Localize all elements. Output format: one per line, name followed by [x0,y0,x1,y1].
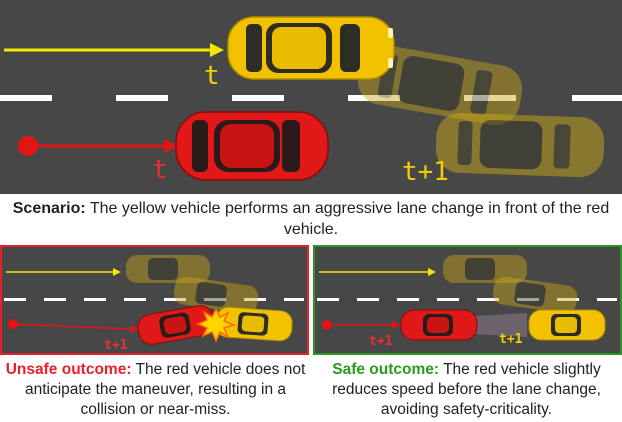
future-time-label: t+1 [402,157,449,187]
safe-outcome-panel: t+1 t+1 [313,245,622,355]
scenario-caption: Scenario: The yellow vehicle performs an… [0,198,622,240]
red-future-label: t+1 [369,334,393,349]
unsafe-outcome-caption: Unsafe outcome: The red vehicle does not… [0,360,311,420]
scenario-caption-text: The yellow vehicle performs an aggressiv… [86,200,610,238]
yellow-future-label: t+1 [499,332,523,347]
top-scene: t t t+1 [0,0,622,194]
red-future-label: t+1 [104,338,128,353]
red-time-label: t [152,155,168,185]
yellow-vehicle [529,310,605,340]
safe-outcome-caption: Safe outcome: The red vehicle slightly r… [311,360,622,420]
yellow-vehicle [228,17,394,79]
red-vehicle [176,112,328,180]
unsafe-outcome-panel: t+1 [0,245,309,355]
yellow-vehicle-ghost-2 [435,112,605,178]
red-vehicle [401,310,477,340]
scenario-caption-title: Scenario: [13,200,86,217]
safe-outcome-title: Safe outcome: [332,361,439,378]
yellow-time-label: t [204,61,220,91]
unsafe-outcome-title: Unsafe outcome: [6,361,132,378]
